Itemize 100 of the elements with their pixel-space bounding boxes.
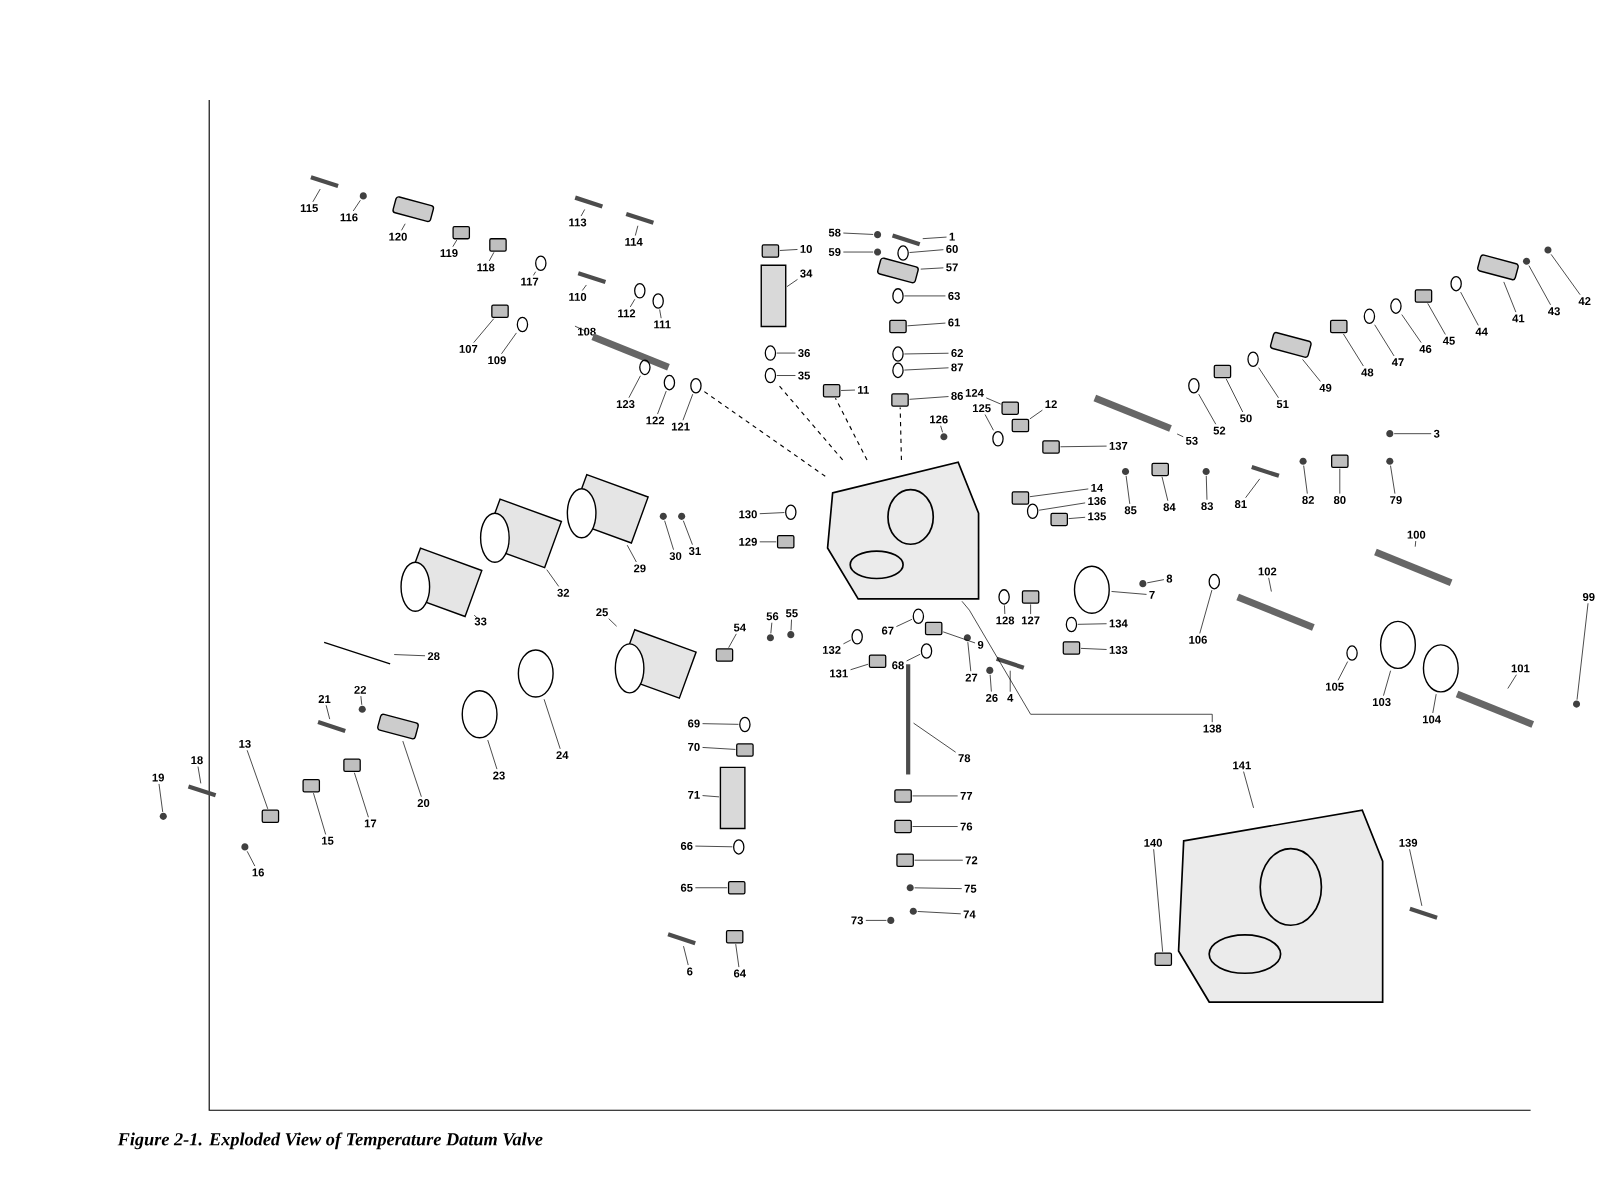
pin-drawing (625, 211, 655, 225)
callout-number: 50 (1240, 414, 1252, 423)
callout-number: 110 (569, 292, 587, 301)
leader-line (1576, 602, 1589, 701)
leader-line (1528, 265, 1551, 306)
callout-number: 18 (191, 756, 203, 765)
leader-line (695, 887, 728, 889)
leader-line (1427, 303, 1446, 335)
callout-number: 47 (1391, 358, 1404, 367)
leader-line (843, 639, 852, 645)
o-ring-drawing (652, 293, 664, 309)
leader-line (702, 795, 720, 798)
shaft-drawing (1455, 690, 1535, 728)
callout-number: 48 (1361, 368, 1374, 377)
leader-line (452, 239, 458, 248)
leader-line (850, 663, 869, 671)
nut-drawing (1042, 440, 1060, 454)
callout-number: 128 (996, 616, 1015, 625)
leader-line (1068, 516, 1086, 519)
callout-number: 103 (1372, 698, 1391, 707)
callout-number: 107 (459, 345, 478, 353)
o-ring-drawing (663, 374, 676, 391)
leader-line (914, 859, 964, 861)
ball-drawing (940, 433, 948, 441)
nut-drawing (868, 654, 887, 668)
callout-number: 100 (1407, 530, 1426, 539)
leader-line (246, 749, 269, 810)
nut-drawing (727, 881, 746, 895)
callout-number: 12 (1045, 400, 1057, 408)
callout-number: 85 (1124, 506, 1137, 515)
nut-drawing (924, 621, 943, 636)
ball-drawing (887, 916, 895, 924)
nut-drawing (1021, 590, 1040, 604)
callout-number: 63 (948, 291, 960, 300)
callout-number: 86 (951, 391, 963, 400)
leader-line (702, 723, 739, 725)
ball-drawing (1299, 457, 1307, 465)
ball-drawing (787, 631, 795, 639)
callout-number: 17 (364, 819, 377, 828)
leader-line (402, 740, 422, 798)
callout-number: 22 (354, 685, 366, 694)
leader-line (904, 367, 949, 371)
leader-line (904, 295, 946, 297)
nut-drawing (725, 929, 744, 944)
callout-number: 32 (557, 588, 570, 597)
callout-number: 138 (1203, 724, 1222, 733)
ball-drawing (241, 843, 249, 851)
ball-drawing (906, 884, 914, 892)
ball-drawing (909, 907, 917, 915)
ball-drawing (1386, 457, 1394, 465)
leader-line (1038, 502, 1086, 511)
callout-number: 1 (949, 232, 955, 241)
callout-number: 101 (1511, 664, 1530, 673)
callout-number: 130 (739, 510, 757, 519)
callout-number: 68 (892, 661, 904, 670)
nut-drawing (1001, 401, 1019, 415)
nut-drawing (896, 853, 914, 867)
drum-drawing (479, 498, 563, 569)
callout-number: 33 (474, 617, 487, 626)
pin-drawing (574, 195, 604, 209)
pin-drawing (1251, 465, 1280, 478)
o-ring-drawing (892, 288, 904, 304)
leader-line (313, 792, 327, 835)
callout-number: 31 (688, 547, 701, 556)
nut-drawing (1011, 491, 1030, 505)
o-ring-drawing (516, 316, 529, 333)
nut-drawing (343, 758, 361, 773)
leader-line (1029, 488, 1089, 498)
leader-line (352, 199, 361, 212)
leader-line (1077, 623, 1107, 625)
leader-line (843, 232, 874, 235)
nut-drawing (302, 778, 321, 793)
leader-line (473, 318, 495, 343)
callout-number: 52 (1213, 426, 1226, 435)
nut-drawing (761, 244, 780, 258)
leader-line (1060, 445, 1107, 448)
o-ring-drawing (992, 430, 1004, 447)
callout-number: 23 (493, 771, 505, 780)
o-ring-drawing (1450, 275, 1462, 292)
leader-line (920, 267, 944, 270)
pin-drawing (310, 175, 339, 189)
shaft-drawing (1374, 548, 1453, 586)
nut-drawing (1331, 454, 1349, 468)
leader-line (913, 722, 956, 753)
callout-number: 55 (785, 609, 798, 618)
leader-line (1414, 540, 1417, 548)
wire-drawing (323, 641, 391, 665)
callout-number: 36 (798, 349, 810, 358)
leader-line (1205, 475, 1208, 501)
callout-number: 54 (733, 623, 746, 632)
ball-drawing (963, 634, 971, 642)
leader-line (695, 845, 733, 848)
leader-line (488, 251, 495, 262)
leader-line (1004, 605, 1006, 615)
leader-line (770, 622, 773, 634)
nut-drawing (1062, 641, 1081, 655)
callout-number: 51 (1276, 400, 1289, 408)
leader-line (840, 389, 856, 391)
callout-number: 126 (930, 415, 948, 424)
nut-drawing (489, 238, 507, 252)
